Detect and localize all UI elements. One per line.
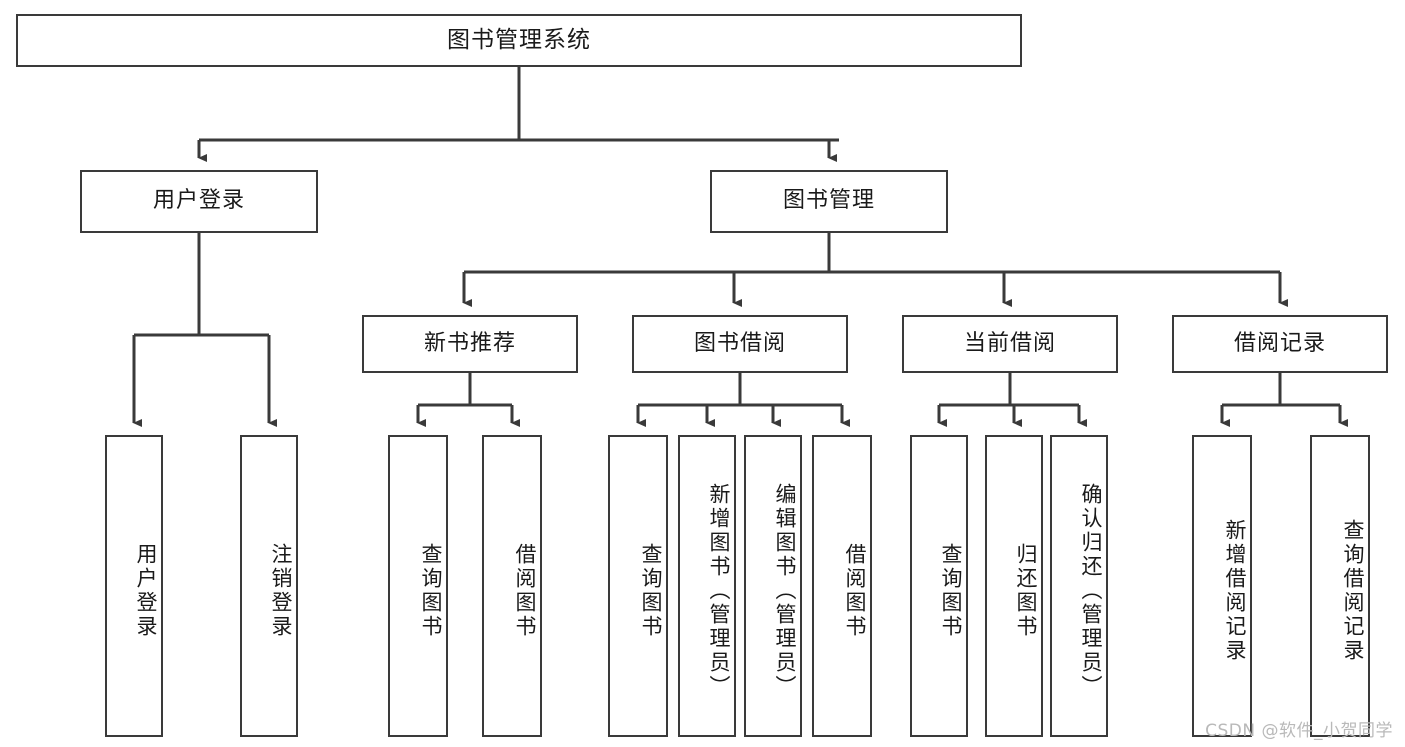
node-label: 注销登录 [269, 543, 293, 639]
node-label: 用户登录 [134, 543, 158, 639]
node-label: 借阅记录 [1233, 330, 1326, 356]
node-leaf-add-borrow-record[interactable]: 新增借阅记录 [1192, 435, 1252, 737]
node-label: 查询图书 [639, 543, 663, 639]
node-leaf-query-book-current[interactable]: 查询图书 [910, 435, 968, 737]
node-level2-borrow-record[interactable]: 借阅记录 [1172, 315, 1388, 373]
node-label: 图书管理 [782, 188, 875, 214]
node-label: 借阅图书 [843, 543, 867, 639]
node-label: 新书推荐 [423, 330, 516, 356]
watermark: CSDN @软件_小贺同学 [1205, 721, 1393, 741]
node-leaf-return-book[interactable]: 归还图书 [985, 435, 1043, 737]
node-level1-user-login[interactable]: 用户登录 [80, 170, 318, 233]
node-label: 编辑图书（管理员） [773, 483, 797, 699]
node-label: 用户登录 [152, 188, 245, 214]
node-label: 归还图书 [1014, 543, 1038, 639]
node-leaf-borrow-book-recommend[interactable]: 借阅图书 [482, 435, 542, 737]
node-level2-new-book-recommend[interactable]: 新书推荐 [362, 315, 578, 373]
node-level2-current-borrow[interactable]: 当前借阅 [902, 315, 1118, 373]
node-leaf-query-book-borrow[interactable]: 查询图书 [608, 435, 668, 737]
node-leaf-confirm-return-admin[interactable]: 确认归还（管理员） [1050, 435, 1108, 737]
node-leaf-logout[interactable]: 注销登录 [240, 435, 298, 737]
node-label: 借阅图书 [513, 543, 537, 639]
node-label: 图书管理系统 [447, 26, 591, 53]
node-leaf-query-borrow-record[interactable]: 查询借阅记录 [1310, 435, 1370, 737]
node-label: 新增图书（管理员） [707, 483, 731, 699]
node-level2-book-borrow[interactable]: 图书借阅 [632, 315, 848, 373]
node-label: 图书借阅 [693, 330, 786, 356]
node-level1-book-management[interactable]: 图书管理 [710, 170, 948, 233]
node-root[interactable]: 图书管理系统 [16, 14, 1022, 67]
node-label: 查询借阅记录 [1341, 519, 1365, 663]
node-leaf-borrow-book[interactable]: 借阅图书 [812, 435, 872, 737]
node-label: 新增借阅记录 [1223, 519, 1247, 663]
node-leaf-add-book-admin[interactable]: 新增图书（管理员） [678, 435, 736, 737]
node-label: 当前借阅 [963, 330, 1056, 356]
node-leaf-query-book-recommend[interactable]: 查询图书 [388, 435, 448, 737]
node-leaf-user-login[interactable]: 用户登录 [105, 435, 163, 737]
node-leaf-edit-book-admin[interactable]: 编辑图书（管理员） [744, 435, 802, 737]
node-label: 确认归还（管理员） [1079, 483, 1103, 699]
node-label: 查询图书 [419, 543, 443, 639]
node-label: 查询图书 [939, 543, 963, 639]
